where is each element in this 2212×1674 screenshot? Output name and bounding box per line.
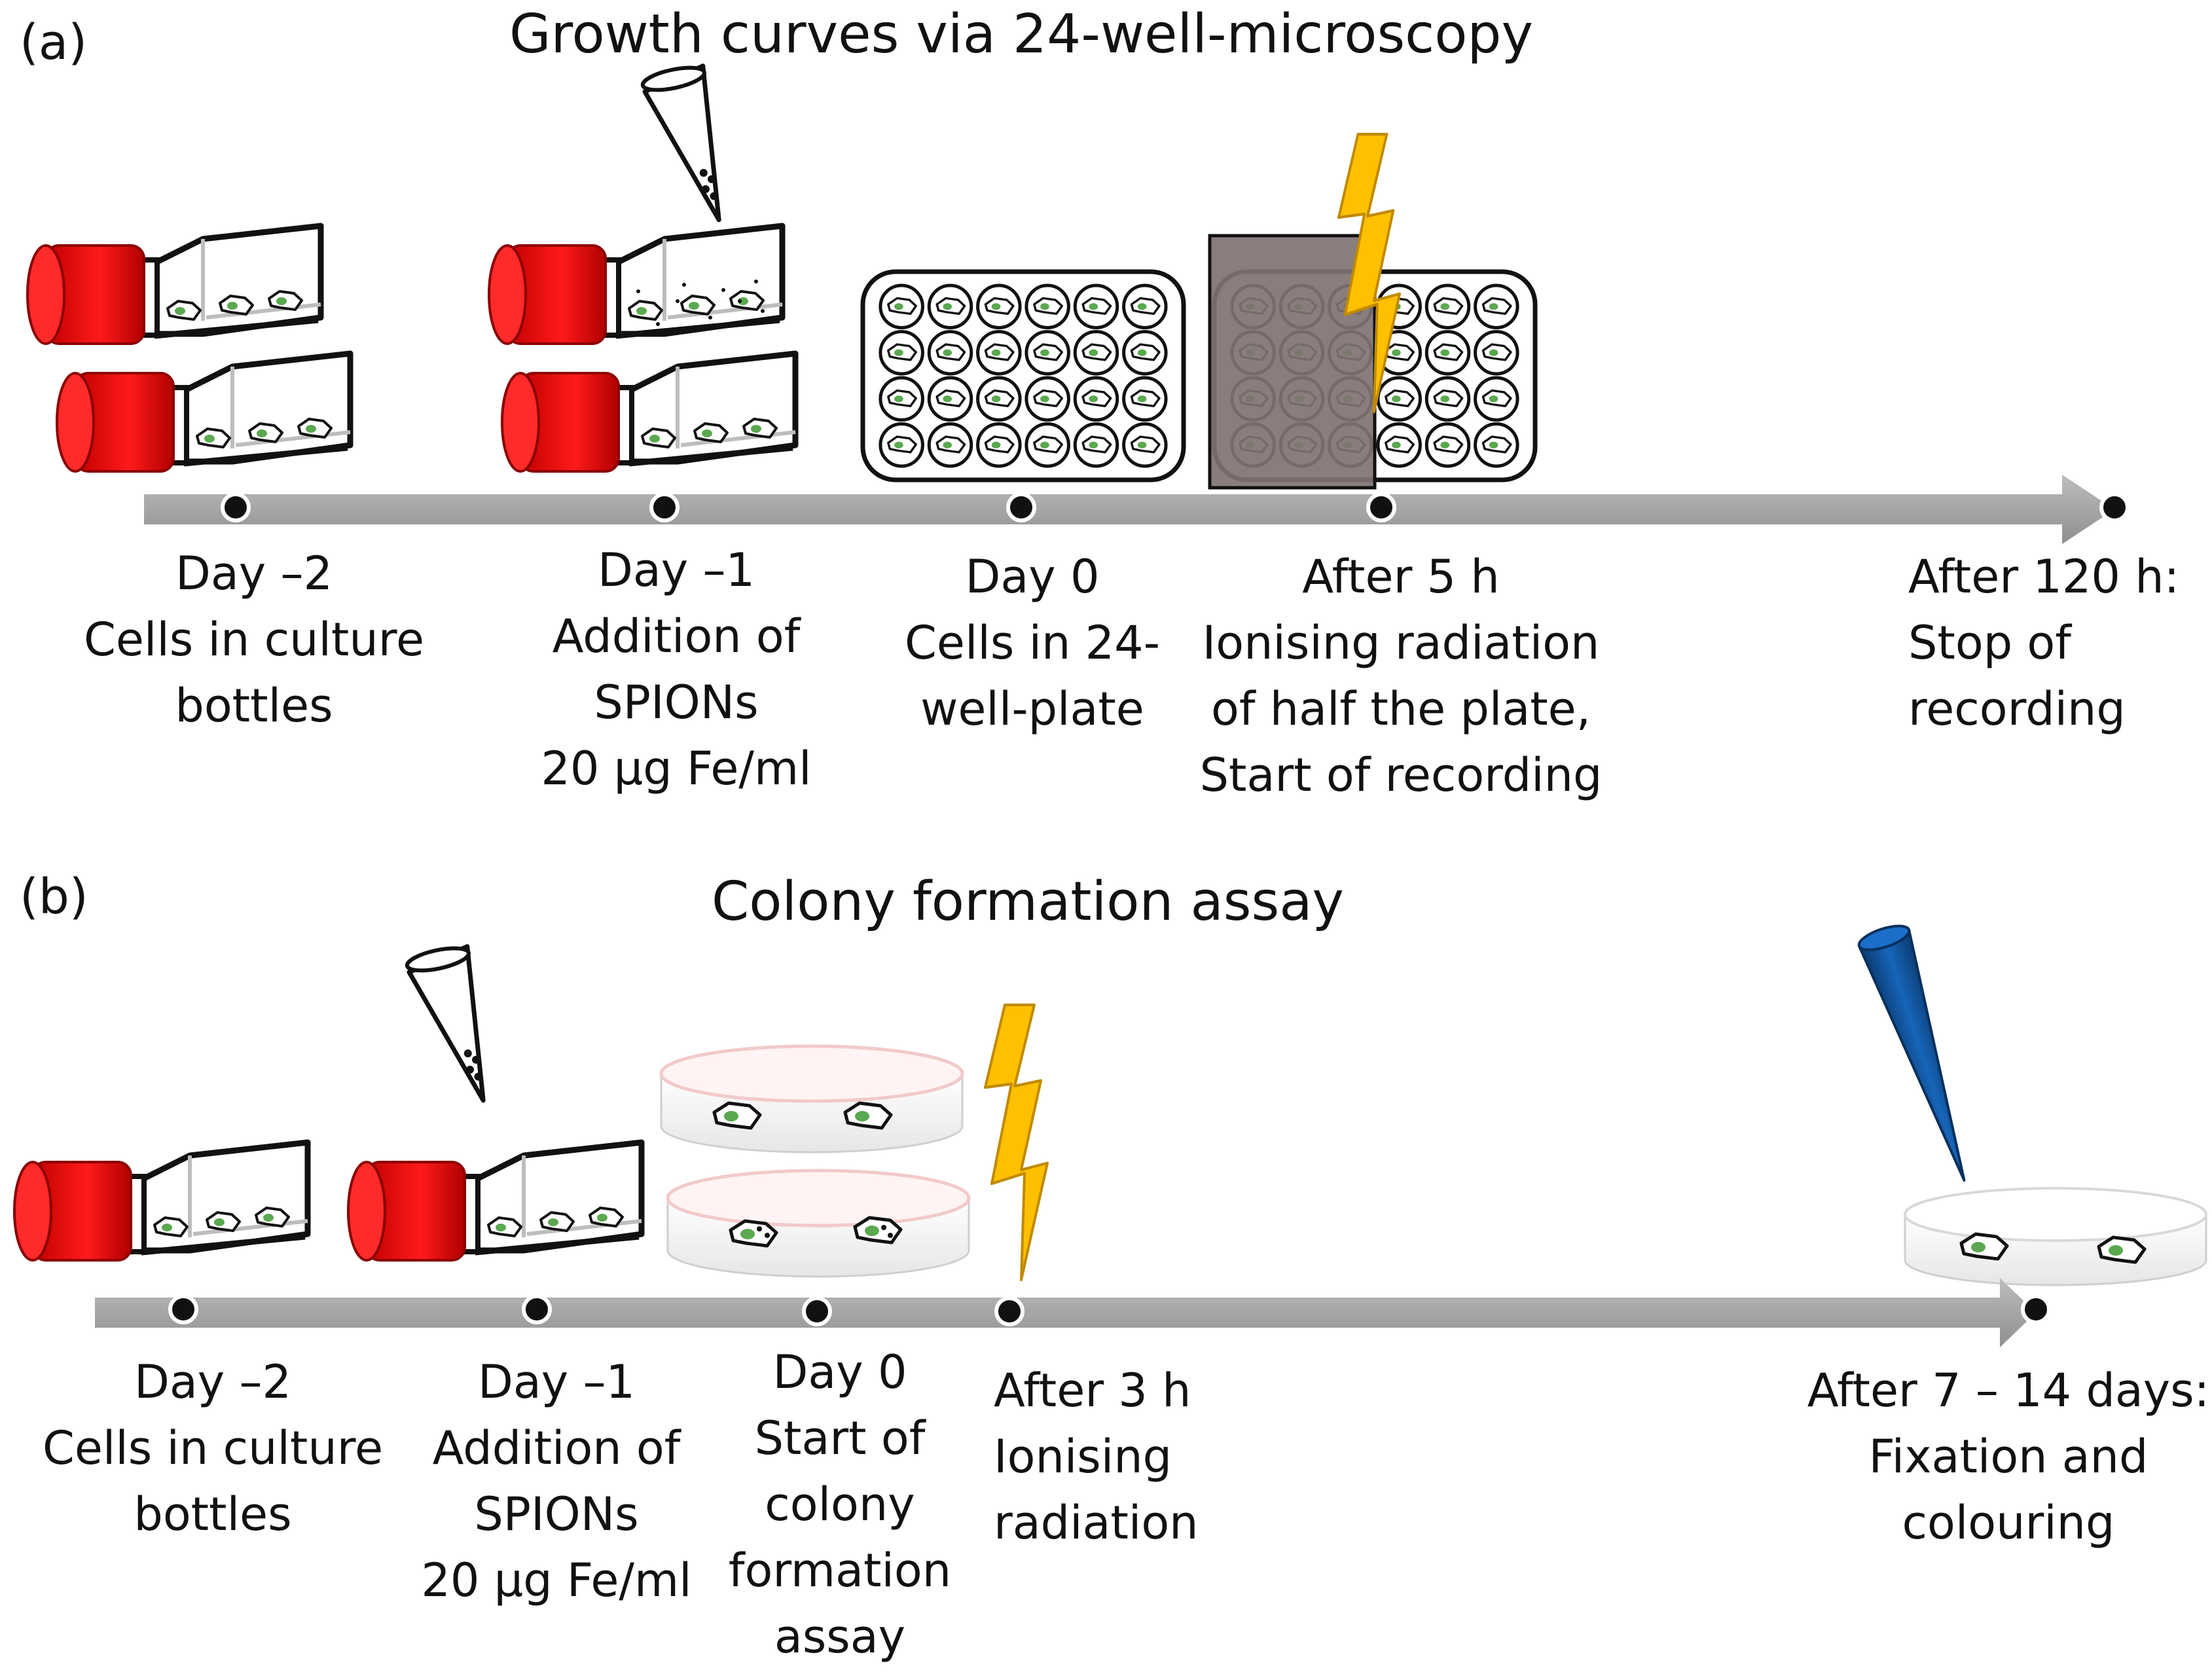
timeline-dot: [2099, 492, 2130, 522]
timeline-dot: [522, 1294, 552, 1324]
radiation-shield-icon: [1208, 234, 1377, 490]
petri-dish-icon: [668, 1171, 969, 1277]
step-caption-line: After 7 – 14 days:: [1807, 1364, 2210, 1417]
step-caption-line: Start of: [755, 1411, 926, 1465]
timeline-dot: [994, 1296, 1024, 1326]
step-caption-line: Day –2: [134, 1355, 291, 1409]
culture-flask-icon: [348, 1142, 642, 1260]
step-caption-line: SPIONs: [474, 1487, 638, 1541]
culture-flask-icon: [489, 226, 782, 344]
step-caption-line: Fixation and: [1869, 1430, 2149, 1483]
step-caption-line: colouring: [1902, 1496, 2115, 1550]
timeline-a: [144, 475, 2130, 544]
culture-flask-icon: [14, 1142, 308, 1260]
step-caption-line: well-plate: [920, 682, 1144, 736]
step-caption-line: Day –1: [478, 1355, 635, 1409]
step-caption-line: assay: [774, 1610, 905, 1664]
panel-a-label: (a): [20, 14, 87, 71]
step-caption-line: of half the plate,: [1211, 682, 1591, 736]
step-caption-line: Cells in 24-: [905, 616, 1160, 670]
timeline-dot: [2021, 1294, 2051, 1324]
step-caption-line: bottles: [134, 1487, 291, 1541]
step-caption-line: Addition of: [553, 610, 801, 663]
timeline-dot: [1366, 492, 1396, 522]
step-caption-line: Stop of: [1908, 616, 2072, 670]
timeline-dot: [649, 492, 680, 522]
staining-pipette-icon: [1857, 924, 1966, 1182]
step-caption-line: Day 0: [772, 1345, 907, 1399]
culture-flask-icon: [502, 354, 795, 471]
step-caption-line: Ionising radiation: [1203, 616, 1600, 670]
step-caption-line: formation: [729, 1544, 951, 1597]
pipette-icon: [405, 944, 499, 1110]
step-caption-line: Day –1: [598, 543, 755, 597]
panel-b-title: Colony formation assay: [712, 871, 1344, 933]
step-caption-line: Cells in culture: [84, 613, 424, 666]
step-caption-line: After 5 h: [1302, 550, 1500, 604]
step-caption-line: Start of recording: [1200, 748, 1603, 802]
culture-flask-icon: [57, 354, 350, 471]
petri-dish-icon: [1904, 1187, 2207, 1286]
step-caption-line: radiation: [994, 1496, 1199, 1550]
step-caption-line: SPIONs: [594, 676, 758, 729]
24-well-plate-icon: [860, 269, 1186, 482]
step-caption-line: 20 µg Fe/ml: [421, 1554, 691, 1607]
step-caption-line: colony: [765, 1478, 915, 1531]
panel-a: (a) Growth curves via 24-well-microscopy: [20, 3, 2179, 802]
pipette-icon: [641, 64, 735, 230]
step-caption-line: 20 µg Fe/ml: [541, 742, 811, 795]
timeline-dot: [168, 1294, 198, 1324]
step-caption-line: Ionising: [994, 1430, 1172, 1483]
culture-flask-icon: [27, 226, 321, 344]
step-caption-line: recording: [1908, 682, 2126, 736]
step-caption-line: After 3 h: [994, 1364, 1191, 1417]
panel-b-label: (b): [20, 869, 88, 925]
timeline-b: [95, 1278, 2051, 1347]
timeline-dot: [221, 492, 251, 522]
panel-a-title: Growth curves via 24-well-microscopy: [509, 3, 1533, 65]
timeline-dot: [1006, 492, 1036, 522]
panel-b: (b) Colony formation assay: [14, 869, 2209, 1664]
step-caption-line: After 120 h:: [1908, 550, 2179, 604]
petri-dish-icon: [661, 1046, 962, 1152]
step-caption-line: bottles: [175, 679, 333, 733]
step-caption-line: Day –2: [175, 547, 333, 600]
lightning-bolt-icon: [985, 1005, 1047, 1280]
step-caption-line: Day 0: [965, 550, 1099, 604]
step-caption-line: Cells in culture: [43, 1421, 383, 1475]
step-caption-line: Addition of: [433, 1421, 681, 1475]
timeline-dot: [802, 1296, 832, 1326]
